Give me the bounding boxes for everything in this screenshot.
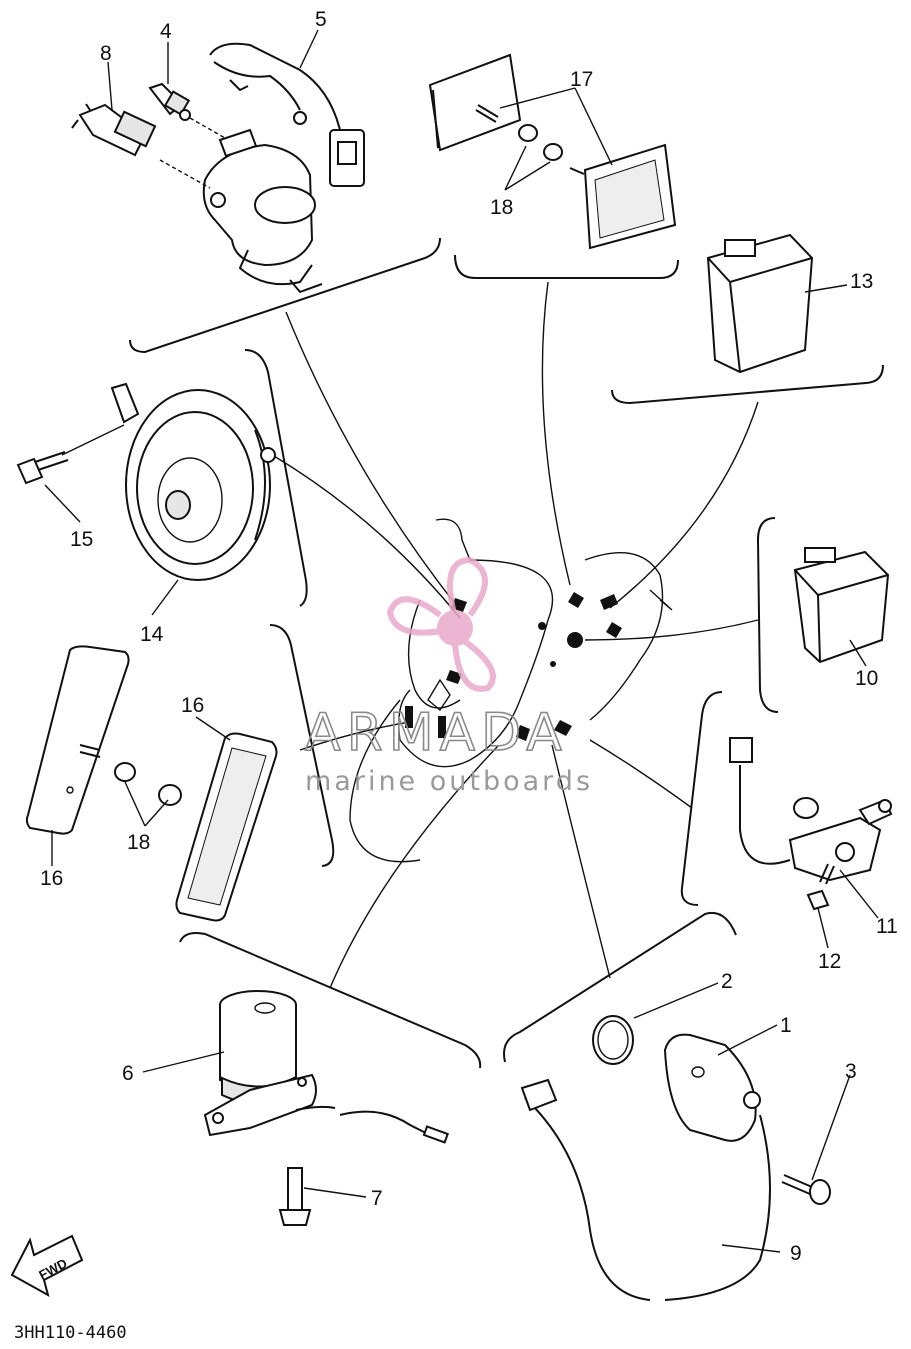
- screw-3: [781, 1174, 831, 1205]
- screw-12: [806, 863, 835, 911]
- lead-wire-9: [520, 1078, 771, 1301]
- callout-labels: 1 2 3 4 5 6 7 8 9 10 11 12 13 14 15 16 1…: [40, 8, 898, 1265]
- group-brackets: [129, 237, 884, 1069]
- relay-10: [793, 547, 890, 664]
- callout-3: 3: [845, 1060, 857, 1083]
- callout-16-upper: 16: [181, 694, 204, 717]
- watermark-subtitle: marine outboards: [305, 766, 593, 797]
- callout-4: 4: [160, 20, 172, 43]
- o-ring-2: [592, 1015, 634, 1065]
- propeller-blade: [452, 637, 496, 692]
- callout-10: 10: [855, 667, 878, 690]
- callout-2: 2: [721, 970, 733, 993]
- nuts-18b: [114, 762, 182, 806]
- cdi-unit-13: [706, 233, 814, 374]
- drawing-code: 3HH110-4460: [14, 1323, 127, 1343]
- watermark-title: ARMADA: [305, 703, 568, 763]
- propeller-hub: [437, 610, 473, 646]
- nuts-18: [518, 124, 563, 161]
- bolt-7: [278, 1167, 312, 1226]
- callout-12: 12: [818, 950, 841, 973]
- trim-sensor-6: [203, 990, 449, 1144]
- propeller-blade: [386, 596, 449, 636]
- bolt-15: [16, 451, 69, 485]
- callout-14: 14: [140, 623, 164, 646]
- solenoid-11: [729, 737, 893, 882]
- callout-18-lower: 18: [127, 831, 150, 854]
- callout-11: 11: [876, 915, 898, 938]
- hull-outline: [349, 518, 673, 863]
- armada-watermark: ARMADA marine outboards: [304, 556, 593, 797]
- propeller-logo: [386, 556, 496, 692]
- sensor-plate-1: [663, 1033, 761, 1142]
- light-box-17a: [428, 53, 522, 152]
- light-box-17b: [569, 143, 677, 250]
- horn-14: [110, 382, 276, 581]
- callout-17: 17: [570, 68, 593, 91]
- reflector-16a: [25, 645, 130, 835]
- callout-18-upper: 18: [490, 196, 513, 219]
- callout-7: 7: [371, 1187, 383, 1210]
- thermo-sensor-4: [148, 82, 226, 139]
- callout-6: 6: [122, 1062, 134, 1085]
- callout-15: 15: [70, 528, 93, 551]
- pump-housing: [202, 128, 323, 294]
- switch-8: [71, 103, 211, 189]
- callout-1: 1: [780, 1014, 792, 1037]
- callout-13: 13: [850, 270, 873, 293]
- reflector-16b: [175, 732, 278, 922]
- callout-9: 9: [790, 1242, 802, 1265]
- callout-16-lower: 16: [40, 867, 63, 890]
- callout-leaders: [44, 29, 879, 1253]
- hull-leader-lines: [273, 281, 759, 989]
- callout-8: 8: [100, 42, 112, 65]
- wiring-harness-5: [209, 42, 365, 187]
- callout-5: 5: [315, 8, 327, 31]
- fwd-arrow: FWD: [10, 1234, 84, 1298]
- propeller-blade: [447, 556, 488, 619]
